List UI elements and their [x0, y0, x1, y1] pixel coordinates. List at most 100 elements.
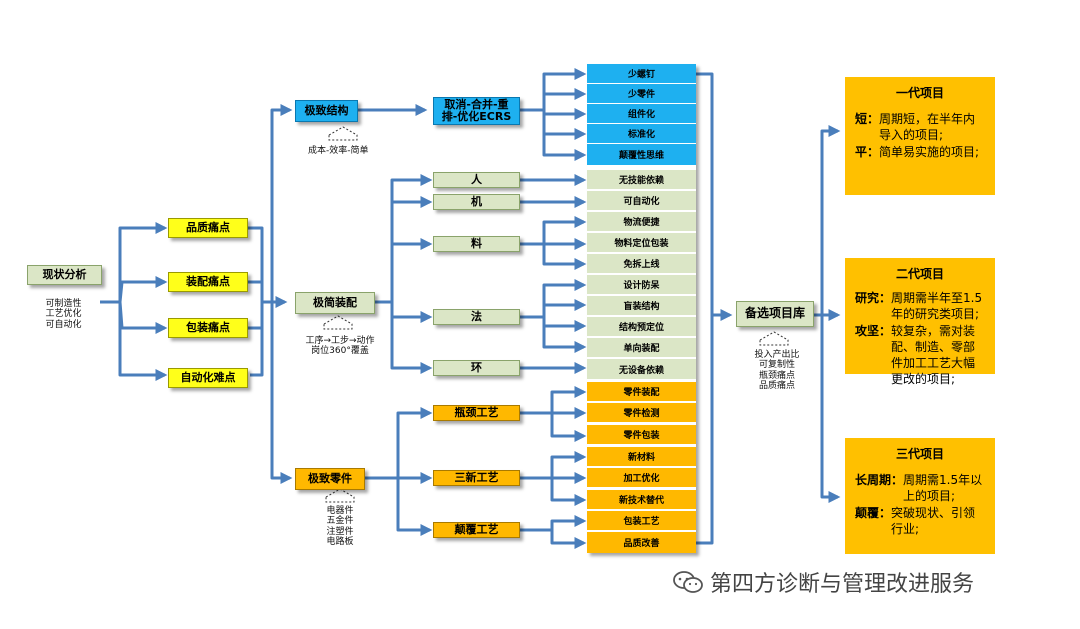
generation-title: 三代项目: [895, 447, 944, 461]
generation-row: 长周期：周期需1.5年以上的项目;: [855, 472, 985, 504]
branch-note: 电器件 五金件 注塑件 电路板: [320, 506, 360, 547]
column-item-gold: 加工优化: [587, 468, 696, 488]
column-item-green: 物流便捷: [587, 212, 696, 232]
branch-note-line: 岗位360°覆盖: [311, 346, 369, 357]
generation-key: 研究：: [855, 291, 892, 306]
generation-row: 平：简单易实施的项目;: [855, 144, 985, 160]
item-column: 少螺钉 少零件 组件化 标准化 颠覆性思维 无技能依赖 可自动化 物流便捷 物料…: [587, 64, 696, 553]
library-note: 可复制性: [758, 360, 795, 371]
pain-assembly: 装配痛点: [168, 272, 248, 292]
column-item-gold: 零件装配: [587, 382, 696, 402]
library-note: 瓶颈痛点: [758, 370, 795, 381]
watermark-text: 第四方诊断与管理改进服务: [710, 572, 975, 597]
generation-value: 周期需半年至1.5年的研究类项目;: [891, 291, 983, 322]
library-note: 品质痛点: [758, 381, 795, 392]
generation-row: 研究：周期需半年至1.5年的研究类项目;: [855, 290, 985, 322]
mid-machine: 机: [433, 194, 520, 210]
mid-label: 三新工艺: [454, 470, 499, 484]
pain-automation: 自动化难点: [168, 368, 248, 388]
column-item-green: 无技能依赖: [587, 170, 696, 190]
generation-value: 周期短，在半年内导入的项目;: [879, 112, 976, 143]
candidate-library: 备选项目库: [736, 301, 814, 327]
pain-label: 装配痛点: [186, 274, 230, 288]
mid-label: 法: [471, 309, 482, 323]
column-item-gold: 包装工艺: [587, 511, 696, 531]
root-note: 可制造性: [45, 299, 82, 309]
mid-environment: 环: [433, 360, 520, 376]
ecrs-node: 取消-合并-重 排-优化ECRS: [433, 97, 520, 125]
column-item-gold: 新材料: [587, 447, 696, 467]
pain-label: 自动化难点: [180, 370, 236, 384]
column-item-blue: 少螺钉: [587, 64, 696, 84]
column-item-blue: 组件化: [587, 104, 696, 124]
mid-label: 人: [471, 172, 482, 186]
pain-packaging: 包装痛点: [168, 318, 248, 338]
column-item-gold: 零件检测: [587, 403, 696, 423]
library-label: 备选项目库: [744, 306, 805, 321]
generation-row: 攻坚：较复杂，需对装配、制造、零部件加工工艺大幅更改的项目;: [855, 323, 985, 388]
generation-row: 短：周期短，在半年内导入的项目;: [855, 111, 985, 143]
mid-bottleneck-process: 瓶颈工艺: [433, 405, 520, 421]
library-note: 投入产出比: [754, 350, 800, 360]
mid-disruptive-process: 颠覆工艺: [433, 522, 520, 538]
column-item-gold: 新技术替代: [587, 490, 696, 510]
generation-card-2: 二代项目 研究：周期需半年至1.5年的研究类项目; 攻坚：较复杂，需对装配、制造…: [845, 258, 995, 386]
mid-label: 环: [471, 360, 482, 374]
branch-label: 极简装配: [313, 295, 357, 309]
branch-note: 成本-效率-简单: [308, 146, 369, 156]
branch-extreme-parts: 极致零件: [295, 468, 365, 490]
root-note: 可自动化: [45, 319, 82, 330]
wechat-icon: [673, 571, 703, 593]
generation-card-3: 三代项目 长周期：周期需1.5年以上的项目; 颠覆：突破现状、引领行业;: [845, 438, 995, 554]
generation-card-1: 一代项目 短：周期短，在半年内导入的项目; 平：简单易实施的项目;: [845, 77, 995, 195]
column-item-green: 设计防呆: [587, 275, 696, 295]
column-item-green: 无设备依赖: [587, 359, 696, 380]
mid-three-new-process: 三新工艺: [433, 470, 520, 486]
pain-quality: 品质痛点: [168, 218, 248, 238]
branch-minimal-assembly: 极简装配: [295, 292, 375, 314]
pain-label: 品质痛点: [186, 220, 230, 234]
generation-title: 一代项目: [895, 86, 944, 100]
mid-people: 人: [433, 172, 520, 188]
column-item-green: 物料定位包装: [587, 233, 696, 253]
root-note: 工艺优化: [45, 309, 82, 320]
generation-key: 平：: [855, 144, 880, 159]
generation-key: 颠覆：: [855, 505, 892, 520]
ecrs-line: 排-优化ECRS: [441, 110, 512, 123]
generation-value: 突破现状、引领行业;: [891, 505, 976, 536]
generation-key: 短：: [855, 112, 880, 127]
column-item-green: 免拆上线: [587, 254, 696, 274]
column-item-green: 可自动化: [587, 191, 696, 211]
mid-label: 瓶颈工艺: [454, 405, 499, 419]
branch-extreme-structure: 极致结构: [295, 100, 358, 122]
branch-note-line: 注塑件: [326, 526, 354, 537]
generation-key: 攻坚：: [855, 323, 892, 338]
column-item-blue: 标准化: [587, 124, 696, 144]
column-item-gold: 品质改善: [587, 532, 696, 553]
column-item-gold: 零件包装: [587, 425, 696, 445]
branch-note-line: 电器件: [326, 506, 354, 516]
mid-label: 料: [471, 236, 482, 250]
generation-key: 长周期：: [855, 473, 904, 488]
generation-row: 颠覆：突破现状、引领行业;: [855, 505, 985, 537]
branch-note: 工序→工步→动作 岗位360°覆盖: [298, 336, 382, 357]
column-item-blue: 少零件: [587, 84, 696, 104]
branch-label: 极致零件: [308, 471, 352, 485]
pain-label: 包装痛点: [186, 320, 230, 334]
mid-label: 颠覆工艺: [454, 522, 499, 536]
root-notes: 可制造性 工艺优化 可自动化: [36, 299, 91, 330]
watermark: 第四方诊断与管理改进服务: [672, 566, 974, 598]
root-label: 现状分析: [42, 267, 87, 281]
branch-note-line: 电路板: [326, 537, 354, 548]
mid-label: 机: [471, 194, 482, 208]
branch-label: 极致结构: [304, 103, 349, 117]
mid-material: 料: [433, 236, 520, 252]
mid-method: 法: [433, 309, 520, 325]
generation-value: 较复杂，需对装配、制造、零部件加工工艺大幅更改的项目;: [891, 323, 976, 387]
column-item-green: 单向装配: [587, 338, 696, 358]
ecrs-line: 取消-合并-重: [444, 97, 509, 111]
column-item-green: 结构预定位: [587, 317, 696, 337]
generation-value: 周期需1.5年以上的项目;: [903, 473, 983, 504]
